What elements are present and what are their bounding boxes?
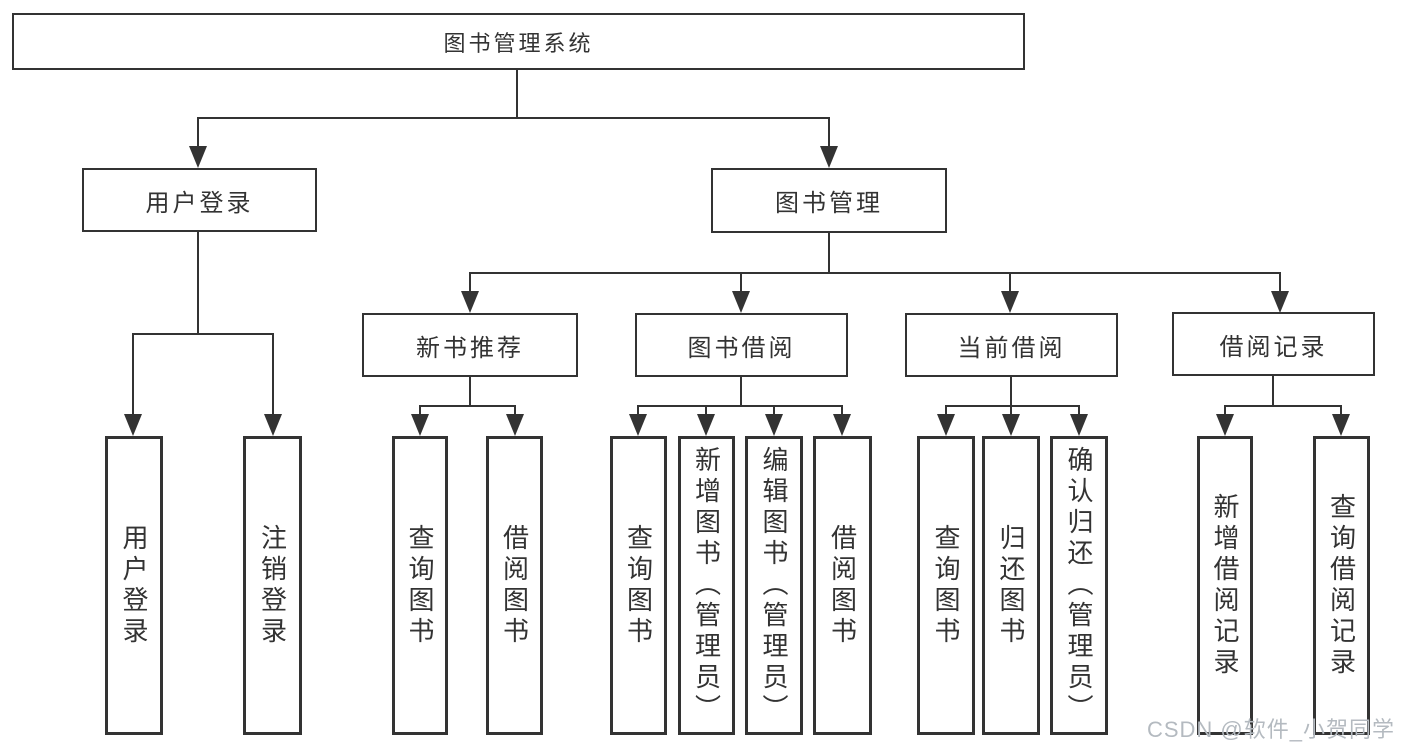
connector-recommend-drop-1	[419, 405, 421, 418]
arrowhead-down-icon	[1332, 414, 1350, 436]
leaf-label: 编辑图书（管理员）	[759, 446, 789, 725]
node-book-borrow: 图书借阅	[635, 313, 848, 377]
connector-bookmgmt-drop-4	[1279, 272, 1281, 295]
node-new-book-recommend: 新书推荐	[362, 313, 578, 377]
leaf-label: 注销登录	[257, 523, 288, 648]
leaf-label: 确认归还（管理员）	[1064, 446, 1094, 725]
connector-borrow-drop-2	[705, 405, 707, 418]
connector-borrow-drop-3	[773, 405, 775, 418]
leaf-edit-books-admin: 编辑图书（管理员）	[745, 436, 803, 735]
leaf-confirm-return-admin: 确认归还（管理员）	[1050, 436, 1108, 735]
arrowhead-down-icon	[732, 291, 750, 313]
arrowhead-down-icon	[820, 146, 838, 168]
connector-current-drop-2	[1010, 405, 1012, 418]
node-user-login: 用户登录	[82, 168, 317, 232]
node-label: 新书推荐	[416, 334, 524, 362]
connector-root-drop-left	[197, 117, 199, 147]
csdn-watermark: CSDN @软件_小贺同学	[1146, 717, 1395, 742]
leaf-label: 用户登录	[119, 523, 149, 648]
arrowhead-down-icon	[765, 414, 783, 436]
connector-userlogin-bar	[132, 333, 274, 335]
leaf-label: 归还图书	[996, 523, 1026, 648]
connector-borrow-stem	[740, 377, 742, 407]
connector-userlogin-drop-right	[272, 333, 274, 416]
arrowhead-down-icon	[833, 414, 851, 436]
leaf-query-books-current: 查询图书	[917, 436, 975, 735]
connector-recommend-drop-2	[514, 405, 516, 418]
node-current-borrow: 当前借阅	[905, 313, 1118, 377]
connector-borrow-drop-4	[841, 405, 843, 418]
leaf-query-borrow-record: 查询借阅记录	[1313, 436, 1370, 735]
connector-current-drop-3	[1078, 405, 1080, 418]
arrowhead-down-icon	[411, 414, 429, 436]
arrowhead-down-icon	[124, 414, 142, 436]
connector-bookmgmt-drop-1	[469, 272, 471, 295]
arrowhead-down-icon	[1070, 414, 1088, 436]
connector-current-bar	[945, 405, 1080, 407]
node-book-management: 图书管理	[711, 168, 947, 233]
leaf-label: 借阅图书	[499, 523, 530, 648]
leaf-query-books-recommend: 查询图书	[392, 436, 448, 735]
connector-records-stem	[1272, 376, 1274, 407]
arrowhead-down-icon	[264, 414, 282, 436]
node-label: 借阅记录	[1219, 333, 1328, 361]
connector-records-drop-1	[1224, 405, 1226, 418]
leaf-logout: 注销登录	[243, 436, 302, 735]
arrowhead-down-icon	[1001, 291, 1019, 313]
leaf-query-books-borrow: 查询图书	[610, 436, 667, 735]
leaf-label: 新增图书（管理员）	[691, 446, 722, 725]
leaf-add-borrow-record: 新增借阅记录	[1197, 436, 1253, 735]
arrowhead-down-icon	[1271, 291, 1289, 313]
leaf-user-login: 用户登录	[105, 436, 163, 735]
leaf-label: 查询图书	[931, 523, 961, 648]
connector-current-stem	[1010, 377, 1012, 407]
connector-records-drop-2	[1340, 405, 1342, 418]
connector-root-bar	[197, 117, 830, 119]
arrowhead-down-icon	[506, 414, 524, 436]
arrowhead-down-icon	[937, 414, 955, 436]
connector-root-drop-right	[828, 117, 830, 147]
connector-bookmgmt-drop-2	[740, 272, 742, 295]
node-label: 图书管理系统	[443, 30, 594, 56]
node-label: 当前借阅	[957, 334, 1066, 362]
arrowhead-down-icon	[1216, 414, 1234, 436]
arrowhead-down-icon	[189, 146, 207, 168]
leaf-label: 查询图书	[623, 523, 654, 648]
connector-recommend-stem	[469, 377, 471, 407]
connector-recommend-bar	[419, 405, 516, 407]
leaf-label: 查询图书	[405, 523, 435, 648]
node-label: 图书借阅	[687, 334, 796, 362]
leaf-label: 查询借阅记录	[1326, 492, 1357, 679]
arrowhead-down-icon	[461, 291, 479, 313]
node-label: 用户登录	[145, 189, 254, 217]
connector-borrow-bar	[637, 405, 843, 407]
leaf-label: 借阅图书	[827, 523, 858, 648]
node-borrow-records: 借阅记录	[1172, 312, 1375, 376]
connector-userlogin-stem	[197, 232, 199, 335]
connector-records-bar	[1224, 405, 1342, 407]
connector-current-drop-1	[945, 405, 947, 418]
leaf-label: 新增借阅记录	[1210, 492, 1240, 679]
arrowhead-down-icon	[1002, 414, 1020, 436]
connector-root-stem	[516, 70, 518, 118]
arrowhead-down-icon	[697, 414, 715, 436]
connector-bookmgmt-bar	[469, 272, 1281, 274]
connector-bookmgmt-stem	[828, 233, 830, 274]
arrowhead-down-icon	[629, 414, 647, 436]
leaf-borrow-books-recommend: 借阅图书	[486, 436, 543, 735]
connector-userlogin-drop-left	[132, 333, 134, 416]
leaf-add-books-admin: 新增图书（管理员）	[678, 436, 735, 735]
node-library-system: 图书管理系统	[12, 13, 1025, 70]
leaf-return-books: 归还图书	[982, 436, 1040, 735]
leaf-borrow-books: 借阅图书	[813, 436, 872, 735]
connector-bookmgmt-drop-3	[1009, 272, 1011, 295]
node-label: 图书管理	[775, 190, 883, 217]
connector-borrow-drop-1	[637, 405, 639, 418]
